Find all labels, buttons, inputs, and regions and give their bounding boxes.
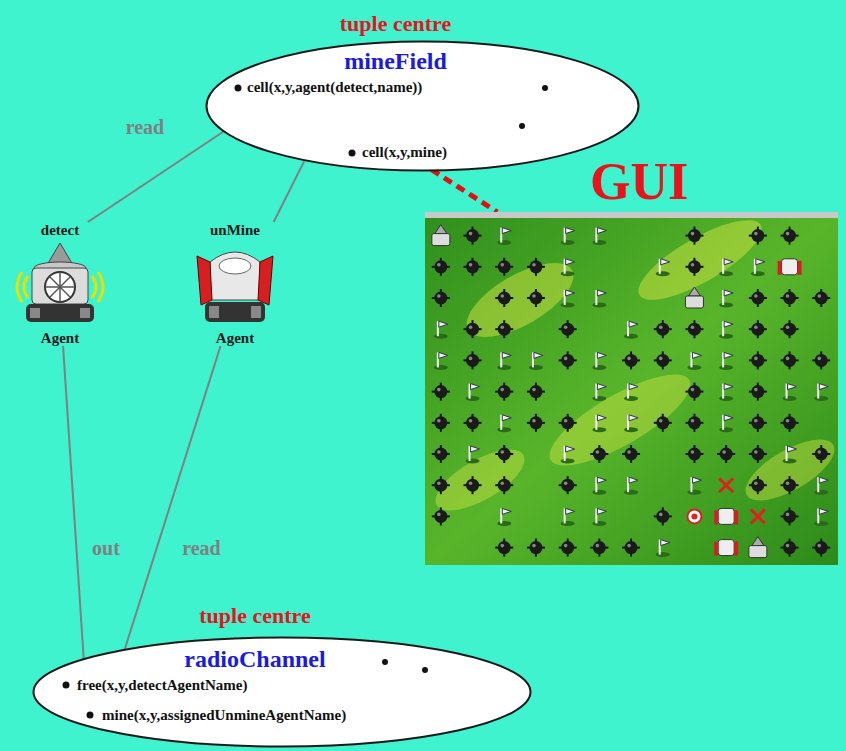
heading-holder: tuple centre	[340, 12, 451, 36]
tuple-centre-ellipse: tuple centremineFieldcell(x,y,agent(dete…	[205, 40, 640, 172]
gui-panel: GUI	[425, 212, 838, 565]
gui-holder: GUI	[590, 156, 688, 208]
edge-label-holder: out	[92, 537, 120, 559]
tuple-text: mine(x,y,assignedUnmineAgentName)	[102, 707, 346, 724]
agent-node: detectAgent	[10, 222, 110, 346]
tuple-text: cell(x,y,agent(detect,name))	[247, 79, 422, 96]
connector	[63, 346, 85, 676]
tuple-centre-label: tuple centre	[199, 604, 310, 628]
detect-robot	[17, 243, 103, 322]
edge-label: read	[182, 537, 221, 559]
agent-role: detect	[41, 222, 79, 239]
heading-holder: radioChannel	[184, 646, 325, 672]
heading-holder: mineField	[344, 48, 447, 74]
tuple-centre-name: mineField	[344, 48, 447, 74]
tuple-text: cell(x,y,mine)	[362, 144, 447, 161]
agent-node: unMineAgent	[190, 222, 280, 346]
edge-label-holder: read	[126, 116, 165, 138]
tuple-text: free(x,y,detectAgentName)	[77, 677, 247, 694]
unmine-robot	[197, 252, 273, 322]
gui-label: GUI	[590, 156, 688, 208]
heading-holder: tuple centre	[199, 604, 310, 628]
tuple-entry: free(x,y,detectAgentName)	[75, 676, 249, 695]
tuple-entry: mine(x,y,assignedUnmineAgentName)	[100, 706, 348, 725]
agent-role: unMine	[210, 222, 260, 239]
tuple-centre-label: tuple centre	[340, 12, 451, 36]
edge-label: read	[126, 116, 165, 138]
tuple-entry: cell(x,y,agent(detect,name))	[245, 78, 424, 97]
connector	[274, 161, 304, 222]
edge-label-holder: read	[182, 537, 221, 559]
tuple-centre-ellipse: tuple centreradioChannelfree(x,y,detectA…	[32, 636, 532, 748]
minefield-screenshot	[425, 206, 843, 565]
agent-label: Agent	[41, 330, 79, 347]
tuple-entry: cell(x,y,mine)	[360, 143, 449, 162]
edge-label: out	[92, 537, 120, 559]
tuple-centre-name: radioChannel	[184, 646, 325, 672]
agent-label: Agent	[216, 330, 254, 347]
